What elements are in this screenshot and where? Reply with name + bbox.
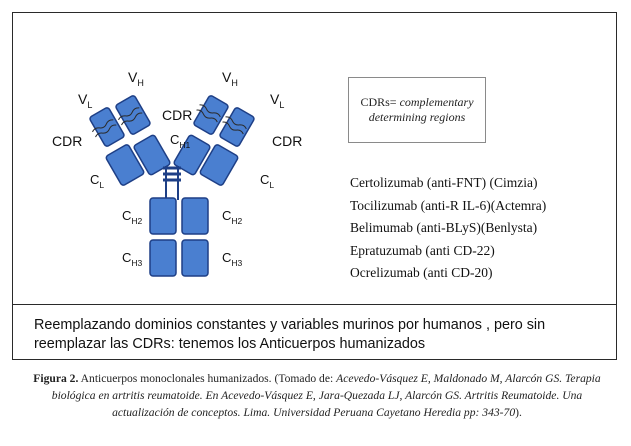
antibody-list-item: Certolizumab (anti-FNT) (Cimzia): [350, 175, 538, 190]
ch2-domain-left: [149, 197, 177, 235]
label-vl-left: VL: [78, 91, 92, 110]
summary-text: Reemplazando dominios constantes y varia…: [34, 316, 614, 354]
cdr-definition-prefix: CDRs=: [360, 95, 397, 109]
antibody-list: Certolizumab (anti-FNT) (Cimzia) Tociliz…: [350, 175, 546, 288]
caption-citation: Acevedo-Vásquez E, Maldonado M, Alarcón …: [51, 372, 601, 419]
label-cdr-middle: CDR: [162, 107, 192, 123]
caption-closing: ).: [515, 406, 522, 419]
label-ch3-left: CH3: [122, 250, 143, 268]
right-cl-domain: [199, 144, 239, 186]
label-vl-right: VL: [270, 91, 284, 110]
label-cdr-right: CDR: [272, 133, 302, 149]
cdr-definition-term: complementary: [399, 95, 474, 109]
antibody-list-item: Belimumab (anti-BLyS)(Benlysta): [350, 220, 538, 235]
cdr-definition-line-2: determining regions: [369, 110, 466, 125]
antibody-list-item: Epratuzumab (anti CD-22): [350, 242, 495, 258]
label-vh-right: VH: [222, 70, 238, 88]
label-cdr-left: CDR: [52, 133, 82, 149]
antibody-diagram: VL VH VH VL CDR CDR CDR CH1 CL CL CH2 CH…: [52, 70, 302, 277]
figure-divider: [12, 304, 617, 305]
label-ch1: CH1: [170, 132, 191, 150]
left-cl-domain: [105, 144, 145, 186]
left-ch1-domain: [133, 134, 171, 176]
summary-line-1: Reemplazando dominios constantes y varia…: [34, 317, 546, 333]
ch3-domain-left: [149, 239, 177, 277]
left-vh-domain: [115, 95, 151, 135]
label-cl-right: CL: [260, 172, 274, 190]
figure-label: Figura 2.: [33, 372, 79, 385]
figure-caption: Figura 2. Anticuerpos monoclonales human…: [22, 370, 612, 421]
antibody-list-item: Tocilizumab (anti-R IL-6)(Actemra): [350, 197, 547, 213]
antibody-list-item: Ocrelizumab (anti CD-20): [350, 265, 493, 280]
caption-text: Anticuerpos monoclonales humanizados. (T…: [78, 372, 337, 385]
figure-frame: [12, 12, 617, 360]
ch3-domain-right: [181, 239, 209, 277]
cdr-definition-box: CDRs= complementary determining regions: [348, 77, 486, 143]
label-ch2-right: CH2: [222, 208, 243, 226]
ch2-domain-right: [181, 197, 209, 235]
label-vh-left: VH: [128, 70, 144, 88]
summary-line-2: reemplazar las CDRs: tenemos los Anticue…: [34, 336, 426, 352]
label-ch3-right: CH3: [222, 250, 243, 268]
label-ch2-left: CH2: [122, 208, 143, 226]
left-vl-domain: [89, 107, 125, 147]
label-cl-left: CL: [90, 172, 104, 190]
cdr-definition-line-1: CDRs= complementary: [360, 95, 473, 110]
right-vl-domain: [219, 107, 255, 147]
right-vh-domain: [193, 95, 229, 135]
hinge-region: [163, 166, 181, 200]
right-ch1-domain: [173, 134, 211, 176]
cdr-definition-term-2: determining regions: [368, 110, 466, 124]
